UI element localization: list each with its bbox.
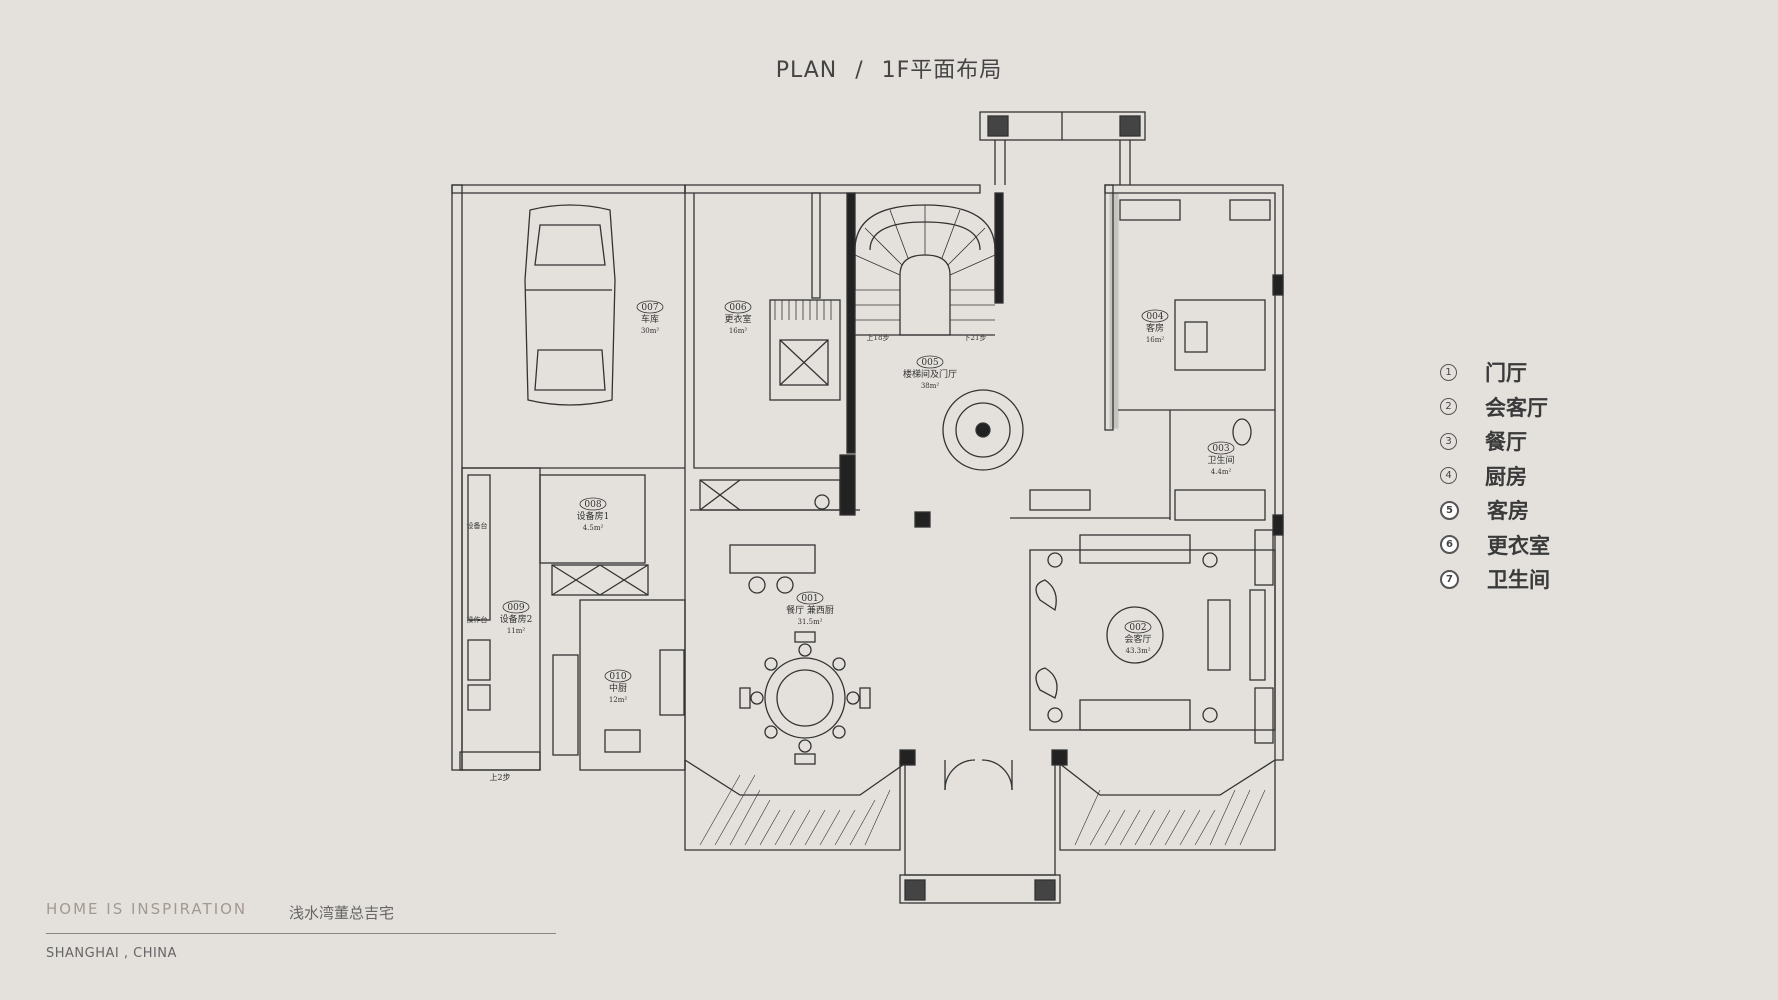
coffee-table bbox=[1106, 606, 1164, 664]
room-label-004: 004 客房 16m² bbox=[1141, 309, 1169, 344]
room-label-006: 006 更衣室 16m² bbox=[724, 300, 752, 335]
footer-project: 浅水湾董总吉宅 bbox=[289, 904, 395, 922]
legend-item: 6 更衣室 bbox=[1440, 528, 1550, 563]
staircase bbox=[854, 204, 996, 336]
svg-text:16m²: 16m² bbox=[729, 327, 748, 335]
svg-text:餐厅 兼西厨: 餐厅 兼西厨 bbox=[786, 604, 834, 616]
room-legend: 1 门厅 2 会客厅 3 餐厅 4 厨房 5 客房 6 更衣室 7 卫生间 bbox=[1440, 355, 1550, 597]
svg-text:卫生间: 卫生间 bbox=[1207, 454, 1234, 466]
svg-text:005: 005 bbox=[921, 358, 938, 368]
island-counter bbox=[729, 544, 816, 574]
svg-text:008: 008 bbox=[584, 500, 601, 510]
room-label-010: 010 中厨 12m² bbox=[604, 669, 632, 704]
svg-text:设备房2: 设备房2 bbox=[500, 613, 533, 625]
svg-text:16m²: 16m² bbox=[1146, 336, 1165, 344]
svg-text:001: 001 bbox=[801, 594, 818, 604]
footer-location: SHANGHAI , CHINA bbox=[46, 946, 177, 961]
room-label-002: 002 会客厅 43.3m² bbox=[1124, 620, 1152, 655]
bay-east bbox=[1059, 760, 1276, 851]
sofa-top bbox=[1079, 534, 1191, 564]
svg-text:车库: 车库 bbox=[641, 313, 659, 325]
op-table-note: 操作台 bbox=[467, 615, 488, 624]
legend-label: 会客厅 bbox=[1485, 395, 1548, 420]
room-label-001: 001 餐厅 兼西厨 31.5m² bbox=[786, 591, 834, 626]
legend-label: 客房 bbox=[1487, 499, 1529, 524]
legend-item: 7 卫生间 bbox=[1440, 562, 1550, 597]
legend-number: 4 bbox=[1440, 467, 1457, 485]
footer-divider bbox=[46, 933, 556, 934]
svg-text:会客厅: 会客厅 bbox=[1124, 633, 1151, 645]
svg-text:007: 007 bbox=[641, 303, 658, 313]
round-dining-table bbox=[739, 631, 871, 765]
legend-number: 7 bbox=[1440, 569, 1459, 589]
toilet bbox=[1232, 418, 1252, 446]
svg-text:楼梯间及门厅: 楼梯间及门厅 bbox=[903, 368, 957, 380]
floor-plan: 007 车库 30m² 006 更衣室 16m² 005 楼梯间及门厅 38m²… bbox=[451, 111, 1284, 904]
room-label-008: 008 设备房1 4.5m² bbox=[577, 497, 610, 532]
guest-bed bbox=[1174, 299, 1266, 371]
legend-number: 3 bbox=[1440, 432, 1457, 450]
title-separator: / bbox=[855, 58, 864, 83]
wall-east bbox=[1104, 184, 1284, 761]
svg-text:31.5m²: 31.5m² bbox=[797, 618, 822, 626]
room-label-007: 007 车库 30m² bbox=[636, 300, 664, 335]
legend-label: 卫生间 bbox=[1487, 568, 1550, 593]
svg-text:4.5m²: 4.5m² bbox=[583, 524, 604, 532]
steps-up-note: 上2步 bbox=[489, 773, 510, 782]
legend-number: 5 bbox=[1440, 500, 1459, 520]
legend-label: 门厅 bbox=[1485, 361, 1527, 386]
page-title: PLAN / 1F平面布局 bbox=[0, 52, 1778, 84]
room-label-005: 005 楼梯间及门厅 38m² bbox=[903, 355, 957, 390]
stairs-down-note: 下21步 bbox=[964, 334, 987, 342]
svg-text:006: 006 bbox=[729, 303, 746, 313]
car-icon bbox=[524, 204, 616, 406]
svg-text:4.4m²: 4.4m² bbox=[1211, 468, 1232, 476]
floor-title: 1F平面布局 bbox=[881, 58, 1003, 83]
svg-text:38m²: 38m² bbox=[921, 382, 940, 390]
appliance-note: 设备台 bbox=[467, 521, 488, 530]
wall-garage-top bbox=[451, 184, 686, 194]
svg-text:中厨: 中厨 bbox=[609, 682, 627, 694]
legend-number: 2 bbox=[1440, 398, 1457, 416]
svg-text:43.3m²: 43.3m² bbox=[1125, 647, 1150, 655]
room-label-009: 009 设备房2 11m² bbox=[500, 600, 533, 635]
footer-brand: HOME IS INSPIRATION bbox=[46, 900, 248, 918]
legend-label: 厨房 bbox=[1485, 464, 1527, 489]
porch-south bbox=[904, 760, 1056, 876]
svg-text:003: 003 bbox=[1212, 444, 1229, 454]
legend-item: 1 门厅 bbox=[1440, 355, 1550, 390]
svg-text:客房: 客房 bbox=[1146, 322, 1164, 334]
plan-label: PLAN bbox=[775, 58, 838, 83]
legend-label: 餐厅 bbox=[1485, 430, 1527, 455]
wall-west bbox=[451, 184, 463, 771]
legend-item: 4 厨房 bbox=[1440, 459, 1550, 494]
svg-text:009: 009 bbox=[507, 603, 524, 613]
bay-west bbox=[684, 760, 901, 851]
svg-text:11m²: 11m² bbox=[507, 627, 526, 635]
legend-label: 更衣室 bbox=[1487, 533, 1550, 558]
foyer-medallion bbox=[942, 389, 1024, 471]
sofa-bottom bbox=[1079, 699, 1191, 731]
svg-text:设备房1: 设备房1 bbox=[577, 510, 610, 522]
legend-item: 2 会客厅 bbox=[1440, 390, 1550, 425]
svg-text:002: 002 bbox=[1129, 623, 1146, 633]
svg-text:010: 010 bbox=[609, 672, 626, 682]
stairs-up-note: 上18步 bbox=[867, 333, 890, 342]
svg-text:更衣室: 更衣室 bbox=[724, 313, 751, 325]
svg-text:12m²: 12m² bbox=[609, 696, 628, 704]
svg-text:30m²: 30m² bbox=[641, 327, 660, 335]
wardrobe-unit bbox=[769, 299, 841, 401]
room-label-003: 003 卫生间 4.4m² bbox=[1207, 441, 1235, 476]
legend-item: 3 餐厅 bbox=[1440, 424, 1550, 459]
svg-text:004: 004 bbox=[1146, 312, 1163, 322]
legend-number: 6 bbox=[1440, 535, 1459, 555]
legend-number: 1 bbox=[1440, 363, 1457, 381]
legend-item: 5 客房 bbox=[1440, 493, 1550, 528]
